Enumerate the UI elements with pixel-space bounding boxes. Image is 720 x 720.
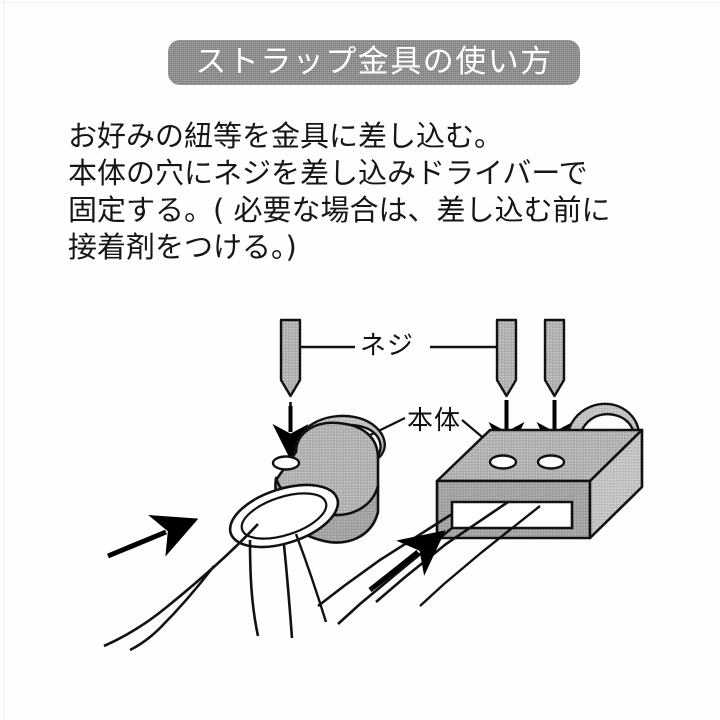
screw-label: ネジ xyxy=(360,331,415,361)
insertion-arrow-right xyxy=(368,530,446,592)
screw-right-outer xyxy=(543,318,566,398)
page-edge-top xyxy=(0,2,720,3)
instruction-line-1: お好みの紐等を金具に差し込む。 xyxy=(68,119,504,153)
page-edge-left xyxy=(3,0,4,720)
body-label: 本体 xyxy=(407,406,462,436)
screw-direction-arrows xyxy=(272,400,573,460)
instruction-text-block: お好みの紐等を金具に差し込む。 本体の穴にネジを差し込みドライバーで 固定する。… xyxy=(68,118,668,266)
fitting-round xyxy=(228,414,386,549)
instruction-line-2: 本体の穴にネジを差し込みドライバーで xyxy=(68,156,588,190)
screw-left xyxy=(279,318,302,418)
instruction-line-4: 接着剤をつける。) xyxy=(68,230,297,264)
title-banner: ストラップ金具の使い方 xyxy=(168,40,580,85)
cord xyxy=(103,523,328,652)
instruction-line-3: 固定する。( 必要な場合は、差し込む前に xyxy=(68,193,611,227)
page-title: ストラップ金具の使い方 xyxy=(195,44,553,80)
insertion-arrow-left xyxy=(107,515,199,559)
fitting-box xyxy=(435,402,644,540)
screw-right-inner xyxy=(495,318,518,398)
